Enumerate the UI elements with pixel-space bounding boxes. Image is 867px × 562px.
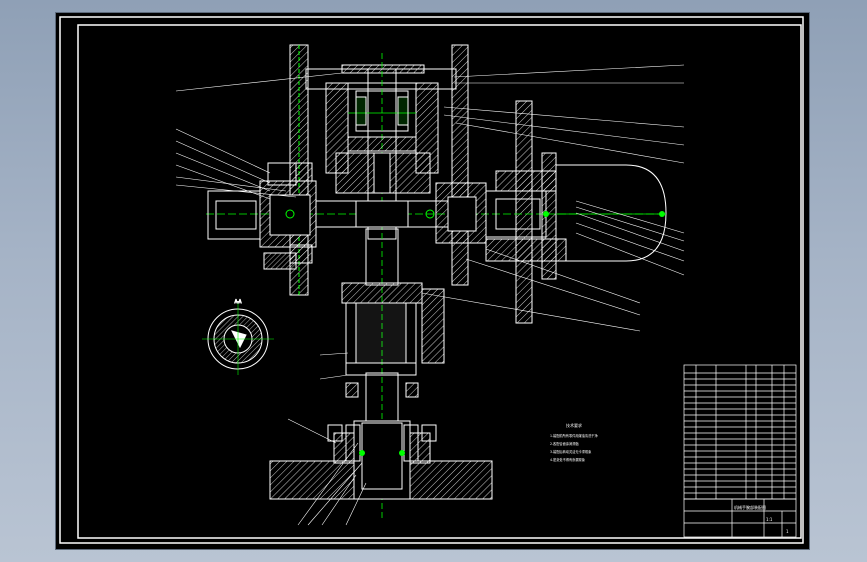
note-line: 3.装配后转动灵活无卡滞现象 — [550, 449, 592, 454]
right-bearing-housing — [485, 152, 667, 280]
parts-list-table — [683, 364, 797, 500]
title-block-sheet: 1 — [786, 529, 789, 534]
note-line: 1.装配前所有零件用煤油清洗干净 — [550, 433, 598, 438]
notes-title: 技术要求 — [566, 422, 582, 428]
section-view-aa: A-A — [202, 299, 274, 375]
note-line: 4.密封处不得有渗漏现象 — [550, 457, 586, 462]
section-label: A-A — [235, 299, 242, 304]
leaders-right — [421, 64, 685, 332]
lower-column — [341, 228, 445, 424]
title-block: 机械手腕部装配图 1:1 1 — [683, 498, 797, 538]
outer-border — [59, 16, 804, 544]
cad-drawing: A-A — [59, 16, 804, 544]
top-bearing-housing — [305, 53, 457, 518]
title-block-name: 机械手腕部装配图 — [734, 504, 766, 510]
inner-border — [77, 24, 802, 539]
left-bearing-cartridge — [263, 162, 435, 270]
drawing-viewport[interactable]: A-A — [56, 13, 809, 549]
technical-notes: 技术要求 1.装配前所有零件用煤油清洗干净 2.各配合面涂润滑脂 3.装配后转动… — [550, 422, 598, 462]
horizontal-shaft — [206, 162, 666, 264]
title-block-scale: 1:1 — [766, 517, 773, 522]
leaders-left — [175, 72, 367, 526]
note-line: 2.各配合面涂润滑脂 — [550, 441, 579, 446]
right-vertical-plate — [451, 44, 533, 324]
base-plate — [269, 420, 493, 500]
